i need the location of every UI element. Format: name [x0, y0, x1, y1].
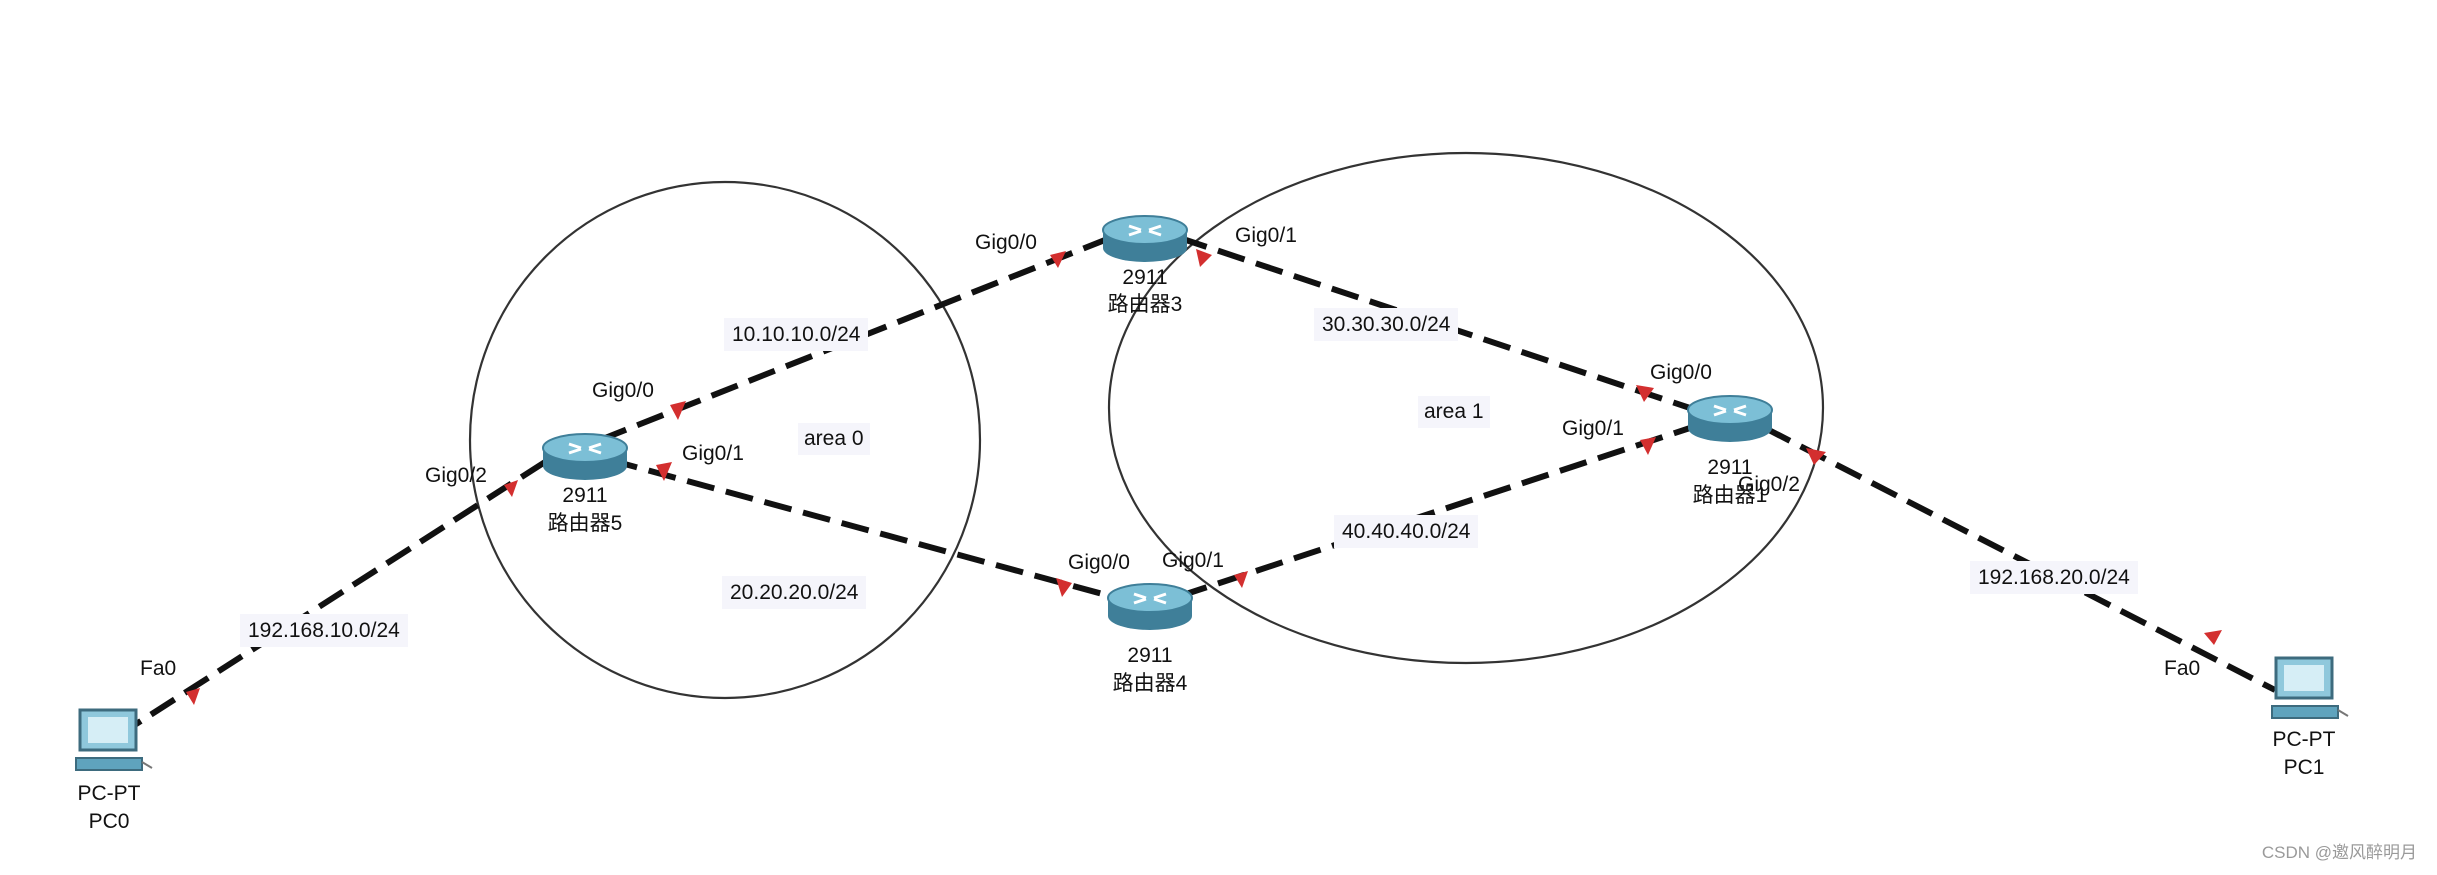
network-label: 192.168.20.0/24: [1970, 561, 2138, 594]
router-icon[interactable]: [1687, 395, 1773, 442]
router4-model: 2911: [1127, 644, 1173, 667]
pc1-model: PC-PT: [2272, 728, 2336, 751]
pc1-name: PC1: [2283, 756, 2325, 779]
port-marker: [504, 480, 518, 497]
link-r5-pc0[interactable]: [128, 459, 547, 731]
link-r5-r4[interactable]: [609, 457, 1111, 599]
network-label: 192.168.10.0/24: [240, 614, 408, 647]
interface-label: Gig0/0: [592, 379, 654, 402]
link-r5-r3[interactable]: [598, 235, 1112, 443]
port-marker: [1636, 385, 1654, 402]
router-icon[interactable]: [1102, 215, 1188, 262]
interface-label: Gig0/1: [682, 442, 744, 465]
area-1-boundary: [1107, 151, 1825, 665]
interface-label: Gig0/0: [1068, 551, 1130, 574]
interface-label: Gig0/1: [1162, 549, 1224, 572]
port-marker: [656, 462, 672, 481]
pc-icon[interactable]: [75, 708, 153, 771]
interface-label: Gig0/0: [975, 231, 1037, 254]
area-0-boundary: [468, 180, 982, 700]
router4-name: 路由器4: [1112, 672, 1188, 695]
link-r4-r1[interactable]: [1179, 425, 1691, 599]
network-label: 40.40.40.0/24: [1334, 515, 1479, 548]
port-marker: [1640, 437, 1656, 455]
pc0-model: PC-PT: [77, 782, 141, 805]
port-marker: [1050, 251, 1066, 268]
port-marker: [2204, 630, 2222, 645]
pc0-name: PC0: [88, 810, 130, 833]
interface-label: Gig0/2: [425, 464, 487, 487]
router5-model: 2911: [562, 484, 608, 507]
interface-label: Fa0: [2164, 657, 2201, 680]
router1-model: 2911: [1707, 456, 1753, 479]
port-marker: [186, 688, 200, 705]
router3-name: 路由器3: [1107, 293, 1183, 316]
router-icon[interactable]: [1107, 583, 1193, 630]
link-r1-pc1[interactable]: [1763, 425, 2277, 693]
router5-name: 路由器5: [547, 512, 623, 535]
port-marker: [1806, 448, 1826, 465]
interface-label: Gig0/0: [1650, 361, 1712, 384]
interface-label: Gig0/1: [1562, 417, 1624, 440]
interface-label: Gig0/1: [1235, 224, 1297, 247]
link-r3-r1[interactable]: [1179, 235, 1691, 411]
port-marker: [670, 401, 686, 420]
network-label: 30.30.30.0/24: [1314, 308, 1459, 341]
watermark: CSDN @邀风醉明月: [2261, 843, 2417, 862]
router1-name: 路由器1: [1692, 484, 1768, 507]
interface-label: Gig0/2: [1738, 473, 1800, 496]
port-marker: [1056, 578, 1072, 597]
area-1-label: area 1: [1418, 396, 1490, 428]
pc-icon[interactable]: [2271, 656, 2349, 719]
network-label: 20.20.20.0/24: [722, 576, 867, 609]
port-marker: [1196, 249, 1212, 267]
network-label: 10.10.10.0/24: [724, 318, 869, 351]
router3-model: 2911: [1122, 266, 1168, 289]
port-marker: [1234, 571, 1248, 588]
area-0-label: area 0: [798, 423, 870, 455]
interface-label: Fa0: [140, 657, 177, 680]
router-icon[interactable]: [542, 433, 628, 480]
